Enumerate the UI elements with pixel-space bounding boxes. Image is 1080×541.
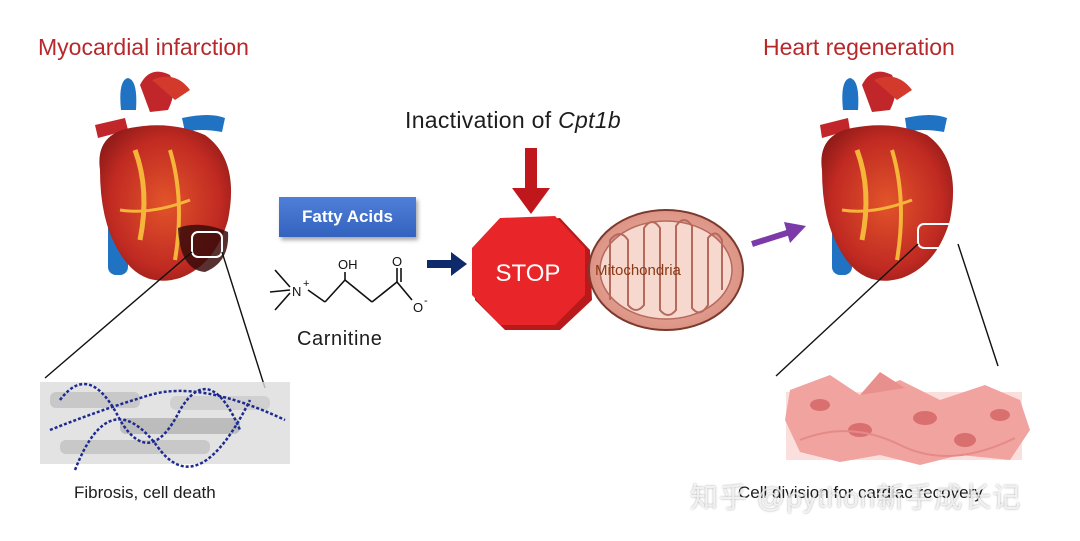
o-minus-charge: - — [424, 295, 428, 307]
purple-arrow-icon — [751, 222, 806, 247]
regenerating-cells-image — [785, 372, 1030, 465]
watermark: 知乎 @python新手成长记 — [690, 482, 1022, 513]
left-zoom-line-b — [221, 251, 266, 389]
fibrosis-tissue-image — [40, 382, 290, 471]
carnitine-structure — [269, 268, 413, 311]
right-title: Heart regeneration — [763, 34, 955, 60]
red-down-arrow-icon — [512, 148, 550, 214]
n-atom: N — [292, 284, 301, 299]
inactivation-prefix: Inactivation of — [405, 107, 559, 133]
right-heart-icon — [820, 71, 959, 281]
left-caption: Fibrosis, cell death — [74, 483, 216, 502]
right-caption: Cell division for cardiac recovery — [738, 483, 983, 502]
left-heart-icon — [95, 71, 232, 281]
stop-sign-icon: STOP — [472, 216, 592, 330]
fatty-acids-box: Fatty Acids — [279, 197, 416, 237]
gene-name: Cpt1b — [558, 107, 621, 133]
o-carbonyl: O — [392, 254, 402, 269]
left-title: Myocardial infarction — [38, 34, 249, 60]
left-zoom-line-a — [44, 251, 193, 379]
carnitine-label: Carnitine — [297, 328, 382, 350]
mitochondrion-icon: Mitochondria — [588, 209, 744, 331]
right-zoom-line-b — [957, 243, 999, 367]
stop-label: STOP — [496, 260, 561, 287]
o-carboxylate: O — [413, 300, 423, 315]
n-plus-charge: + — [303, 278, 309, 290]
mitochondria-label: Mitochondria — [595, 262, 682, 279]
right-zoom-line-a — [775, 243, 919, 377]
oh-group: OH — [338, 257, 358, 272]
inactivation-label: Inactivation of Cpt1b — [405, 107, 621, 134]
navy-arrow-icon — [427, 252, 467, 276]
